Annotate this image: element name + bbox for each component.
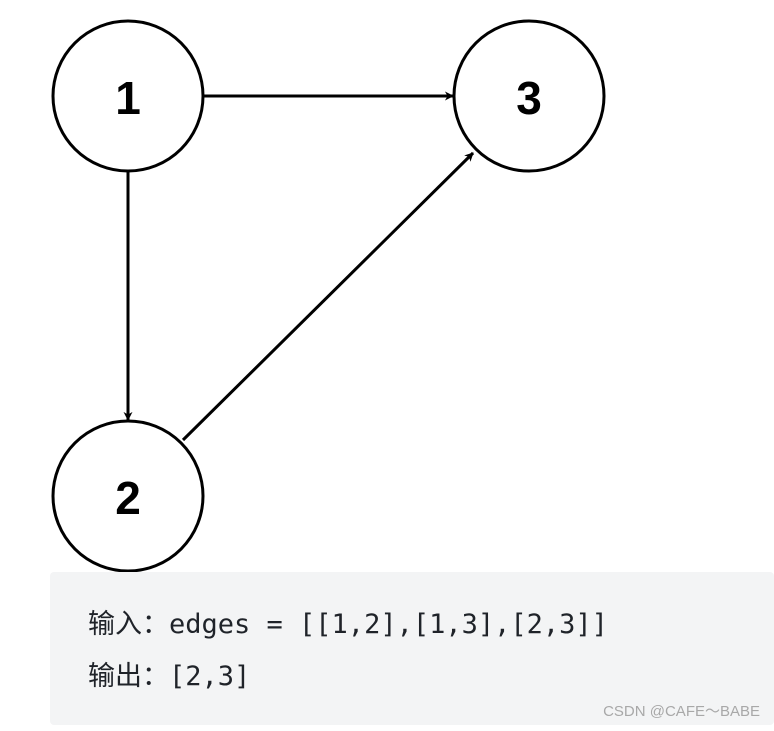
node-1: 1 [51,19,205,173]
node-3-label: 3 [516,72,542,124]
input-line: 输入：edges = [[1,2],[1,3],[2,3]] [88,609,608,640]
node-2: 2 [51,419,205,572]
csdn-watermark: CSDN @CAFE～BABE [603,703,760,720]
example-code-block: 输入：edges = [[1,2],[1,3],[2,3]] 输出：[2,3] … [50,572,774,725]
output-line: 输出：[2,3] [88,661,251,692]
node-1-label: 1 [115,72,141,124]
node-3: 3 [452,19,606,173]
edge-2-3 [181,151,475,442]
directed-graph: 1 2 3 [51,19,606,572]
node-2-label: 2 [115,472,141,524]
